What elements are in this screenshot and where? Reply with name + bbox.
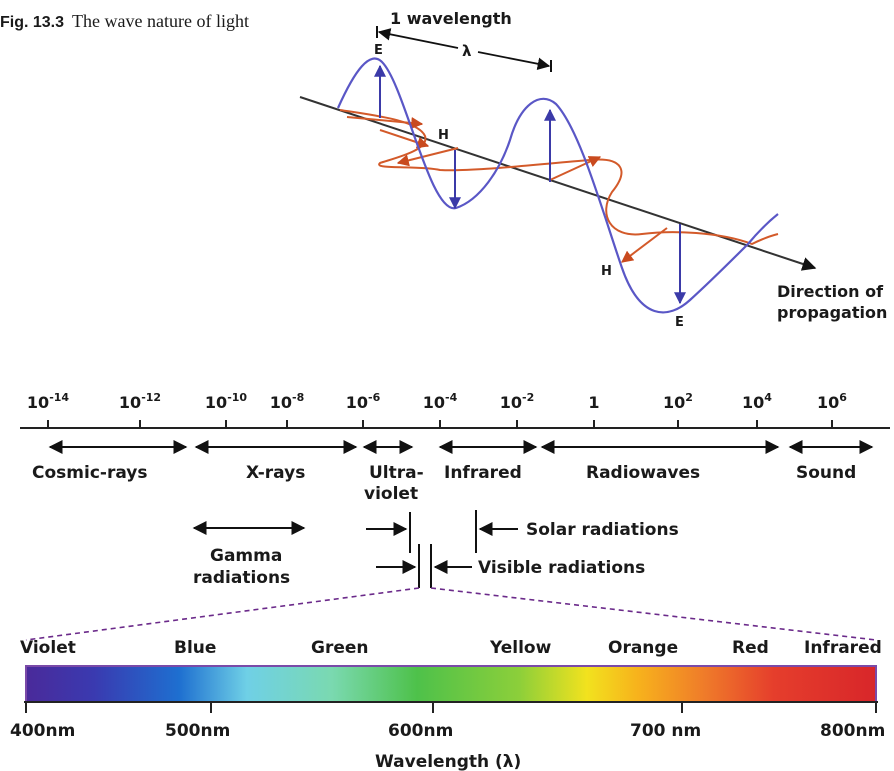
band-ultraviolet-line2: violet <box>364 484 418 504</box>
visible-spectrum: Violet Blue Green Yellow Orange Red Infr… <box>10 638 885 771</box>
gamma-label-line2: radiations <box>193 568 290 588</box>
h-label-top: H <box>438 128 449 143</box>
em-spectrum: 10-14 10-12 10-10 10-8 10-6 10-4 10-2 1 102 104 10… <box>20 391 890 641</box>
h-arrow-2 <box>379 129 430 149</box>
h-arrow-4 <box>549 156 602 181</box>
wavelength-600nm: 600nm <box>388 721 453 741</box>
spectrum-tick-label: 10-10 <box>205 391 247 412</box>
magnetic-wave <box>339 109 779 246</box>
color-blue: Blue <box>174 638 216 658</box>
spectrum-tick-label: 10-12 <box>119 391 161 412</box>
spectrum-tick-label: 104 <box>742 391 772 412</box>
spectrum-tick-label: 10-8 <box>270 391 305 412</box>
spectrum-tick-label: 10-6 <box>346 391 381 412</box>
gamma-label-line1: Gamma <box>210 546 282 566</box>
figure-caption: Fig. 13.3 The wave nature of light <box>0 10 290 34</box>
zoom-line-left <box>25 587 420 641</box>
direction-label-line1: Direction of <box>777 282 884 301</box>
wave-diagram: 1 wavelength λ E H H E Direction of prop… <box>299 9 887 330</box>
h-arrow-5 <box>621 227 668 263</box>
figure-caption-text: The wave nature of light <box>72 11 249 31</box>
zoom-line-right <box>430 587 877 641</box>
band-sound: Sound <box>796 463 856 483</box>
wavelength-label: 1 wavelength <box>390 9 512 28</box>
wavelength-arrow-left <box>377 28 459 49</box>
figure-number: Fig. 13.3 <box>0 14 65 31</box>
spectrum-tick-label: 10-14 <box>27 391 69 412</box>
solar-radiations-label: Solar radiations <box>526 520 679 540</box>
band-radiowaves: Radiowaves <box>586 463 700 483</box>
band-ultraviolet-line1: Ultra- <box>369 463 424 483</box>
spectrum-tick-label: 106 <box>817 391 847 412</box>
lambda-symbol: λ <box>462 42 472 60</box>
color-infrared: Infrared <box>804 638 882 658</box>
h-arrow-3 <box>396 147 459 167</box>
visible-color-bar <box>25 665 877 703</box>
visible-radiations-label: Visible radiations <box>478 558 645 578</box>
band-x-rays: X-rays <box>246 463 305 483</box>
e-label-bottom: E <box>675 315 684 330</box>
band-infrared: Infrared <box>444 463 522 483</box>
wavelength-400nm: 400nm <box>10 721 75 741</box>
spectrum-tick-label: 102 <box>663 391 693 412</box>
wavelength-axis-label: Wavelength (λ) <box>375 752 521 771</box>
spectrum-ticks: 10-14 10-12 10-10 10-8 10-6 10-4 10-2 1 102 104 10… <box>27 391 847 428</box>
spectrum-tick-label: 10-2 <box>500 391 535 412</box>
color-violet: Violet <box>20 638 76 658</box>
color-yellow: Yellow <box>489 638 552 658</box>
wavelength-arrow-right <box>477 51 551 70</box>
wavelength-800nm: 800nm <box>820 721 885 741</box>
e-label-top: E <box>374 43 383 58</box>
color-red: Red <box>732 638 769 658</box>
wavelength-500nm: 500nm <box>165 721 230 741</box>
h-label-bottom: H <box>601 264 612 279</box>
spectrum-tick-label: 10-4 <box>423 391 458 412</box>
band-cosmic-rays: Cosmic-rays <box>32 463 147 483</box>
color-orange: Orange <box>608 638 678 658</box>
color-green: Green <box>311 638 369 658</box>
wavelength-700nm: 700 nm <box>630 721 701 741</box>
direction-label-line2: propagation <box>777 303 887 322</box>
propagation-axis <box>299 96 817 271</box>
spectrum-tick-label: 1 <box>588 393 599 412</box>
electric-wave <box>336 57 779 314</box>
